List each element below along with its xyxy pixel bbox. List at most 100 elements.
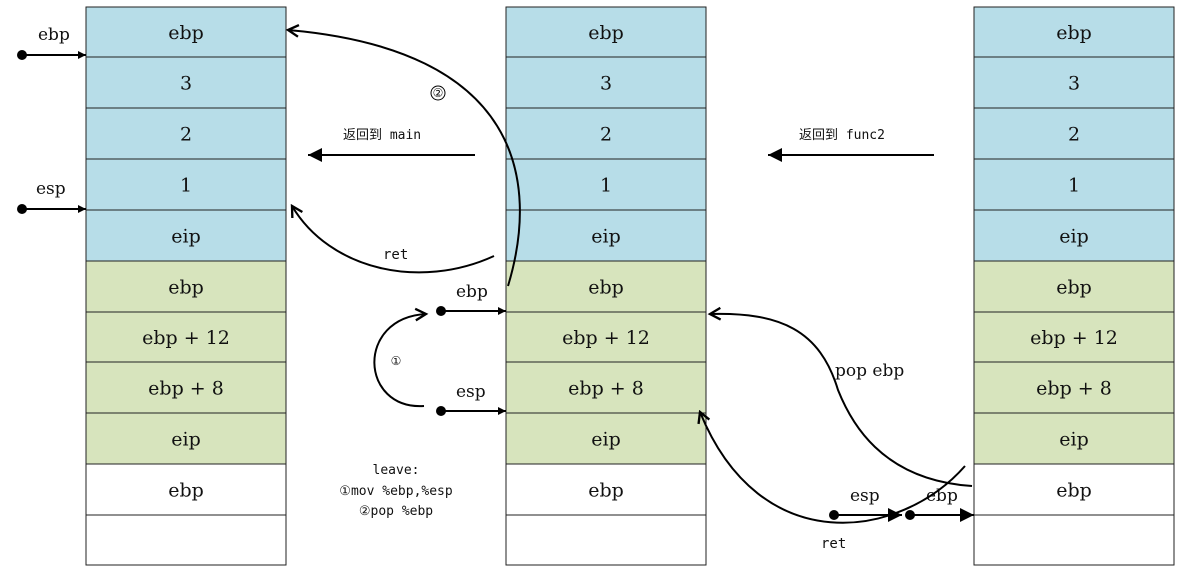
stack-cell-label: 3: [180, 73, 192, 95]
stack-cell: [505, 107, 707, 160]
circle-2-marker: [430, 85, 446, 101]
stack-cell-label: ebp + 8: [1036, 378, 1112, 400]
stack-cell-label: eip: [1059, 429, 1088, 451]
stack-cell-label: 1: [600, 175, 612, 197]
stack-cell: [505, 311, 707, 363]
stack-cell: [85, 6, 287, 58]
stack-left: ebp 3 2 1 eip ebp ebp + 12 ebp + 8 eip ebp: [85, 6, 287, 566]
stack-cell: [85, 260, 287, 313]
right-esp-label: esp: [850, 486, 880, 506]
stack-cell-label: ebp + 12: [1030, 327, 1118, 349]
leave-title: leave:: [373, 463, 420, 478]
stack-cell: [973, 412, 1175, 465]
stack-right: ebp 3 2 1 eip ebp ebp + 12 ebp + 8 eip ebp: [973, 6, 1175, 566]
stack-cell: [505, 209, 707, 262]
stack-cell-label: 2: [600, 124, 612, 146]
stack-cell: [973, 56, 1175, 109]
leave-step1: ①mov %ebp,%esp: [339, 484, 453, 499]
left-esp-label: esp: [36, 179, 66, 199]
left-esp-dot: [17, 204, 27, 214]
left-ebp-dot: [17, 50, 27, 60]
stack-cell: [85, 209, 287, 262]
stack-cell-label: 2: [1068, 124, 1080, 146]
stack-cell: [973, 514, 1175, 566]
left-ebp-pointer: ebp: [17, 25, 86, 60]
stack-cell-label: 1: [1068, 175, 1080, 197]
ret-curve-left: [292, 206, 495, 274]
stack-cell: [505, 514, 707, 566]
stack-cell: [973, 260, 1175, 313]
stack-cell: [85, 158, 287, 211]
stack-cell-label: ebp: [588, 277, 624, 299]
return-main-label: 返回到 main: [343, 128, 421, 143]
stack-cell-label: 3: [600, 73, 612, 95]
stack-cell: [85, 514, 287, 566]
stack-cell: [85, 463, 287, 516]
stack-cell-label: ebp + 8: [568, 378, 644, 400]
stack-cell: [973, 6, 1175, 58]
stack-cell-label: ebp + 12: [562, 327, 650, 349]
ret-left-label: ret: [383, 247, 408, 263]
mid-esp-dot: [436, 406, 446, 416]
left-ebp-label: ebp: [38, 25, 70, 45]
stack-cell: [973, 209, 1175, 262]
mov-ebp-esp-curve: [373, 314, 426, 408]
stack-cell: [973, 361, 1175, 414]
circle-1-label: ①: [391, 354, 402, 368]
stack-cell-label: eip: [1059, 226, 1088, 248]
stack-cell: [505, 412, 707, 465]
return-main-arrow-group: 返回到 main: [308, 128, 475, 162]
stack-cell-label: ebp: [168, 22, 204, 44]
stack-cell: [505, 361, 707, 414]
return-func2-label: 返回到 func2: [799, 128, 885, 143]
stack-cell-label: eip: [171, 429, 200, 451]
right-ebp-pointer: ebp: [905, 486, 974, 522]
stack-cell-label: ebp: [1056, 22, 1092, 44]
stack-cell-label: eip: [591, 429, 620, 451]
stack-cell: [85, 361, 287, 414]
pop-ebp-curve-main: [288, 30, 521, 287]
stack-cell-label: 3: [1068, 73, 1080, 95]
mid-ebp-label: ebp: [456, 282, 488, 302]
stack-middle: ebp 3 2 1 eip ebp ebp + 12 ebp + 8 eip ebp: [505, 6, 707, 566]
stack-cell-label: ebp + 12: [142, 327, 230, 349]
mid-ebp-dot: [436, 306, 446, 316]
right-ebp-dot: [905, 510, 915, 520]
stack-cell: [505, 463, 707, 516]
pop-ebp-curve-right: [710, 314, 973, 487]
stack-cell-label: ebp: [588, 22, 624, 44]
stack-cell-label: ebp: [588, 480, 624, 502]
pop-ebp-label: pop ebp: [835, 361, 904, 381]
mid-ebp-pointer: ebp: [436, 282, 506, 316]
return-func2-arrow-group: 返回到 func2: [768, 128, 934, 162]
stack-cell-label: 1: [180, 175, 192, 197]
stack-cell-label: ebp: [168, 277, 204, 299]
stack-cell: [973, 158, 1175, 211]
stack-cell-label: ebp + 8: [148, 378, 224, 400]
stack-cell: [973, 107, 1175, 160]
ret-curve-right: [700, 412, 966, 524]
stack-cell-label: ebp: [1056, 277, 1092, 299]
mid-esp-label: esp: [456, 382, 486, 402]
mid-esp-pointer: esp: [436, 382, 506, 416]
circle-2-label: ②: [433, 86, 444, 100]
stack-cell-label: 2: [180, 124, 192, 146]
ret-right-label: ret: [821, 536, 846, 552]
stack-cell: [505, 56, 707, 109]
leave-step2: ②pop %ebp: [359, 504, 433, 519]
stack-cell: [505, 6, 707, 58]
stack-cell-label: ebp: [1056, 480, 1092, 502]
stack-cell: [973, 311, 1175, 363]
right-esp-dot: [829, 510, 839, 520]
stack-cell-label: ebp: [168, 480, 204, 502]
right-ebp-label: ebp: [926, 486, 958, 506]
stack-cell: [85, 56, 287, 109]
left-esp-pointer: esp: [17, 179, 86, 214]
stack-cell: [973, 463, 1175, 516]
stack-cell-label: eip: [171, 226, 200, 248]
stack-cell: [505, 158, 707, 211]
stack-cell-label: eip: [591, 226, 620, 248]
stack-cell: [85, 107, 287, 160]
stack-cell: [505, 260, 707, 313]
